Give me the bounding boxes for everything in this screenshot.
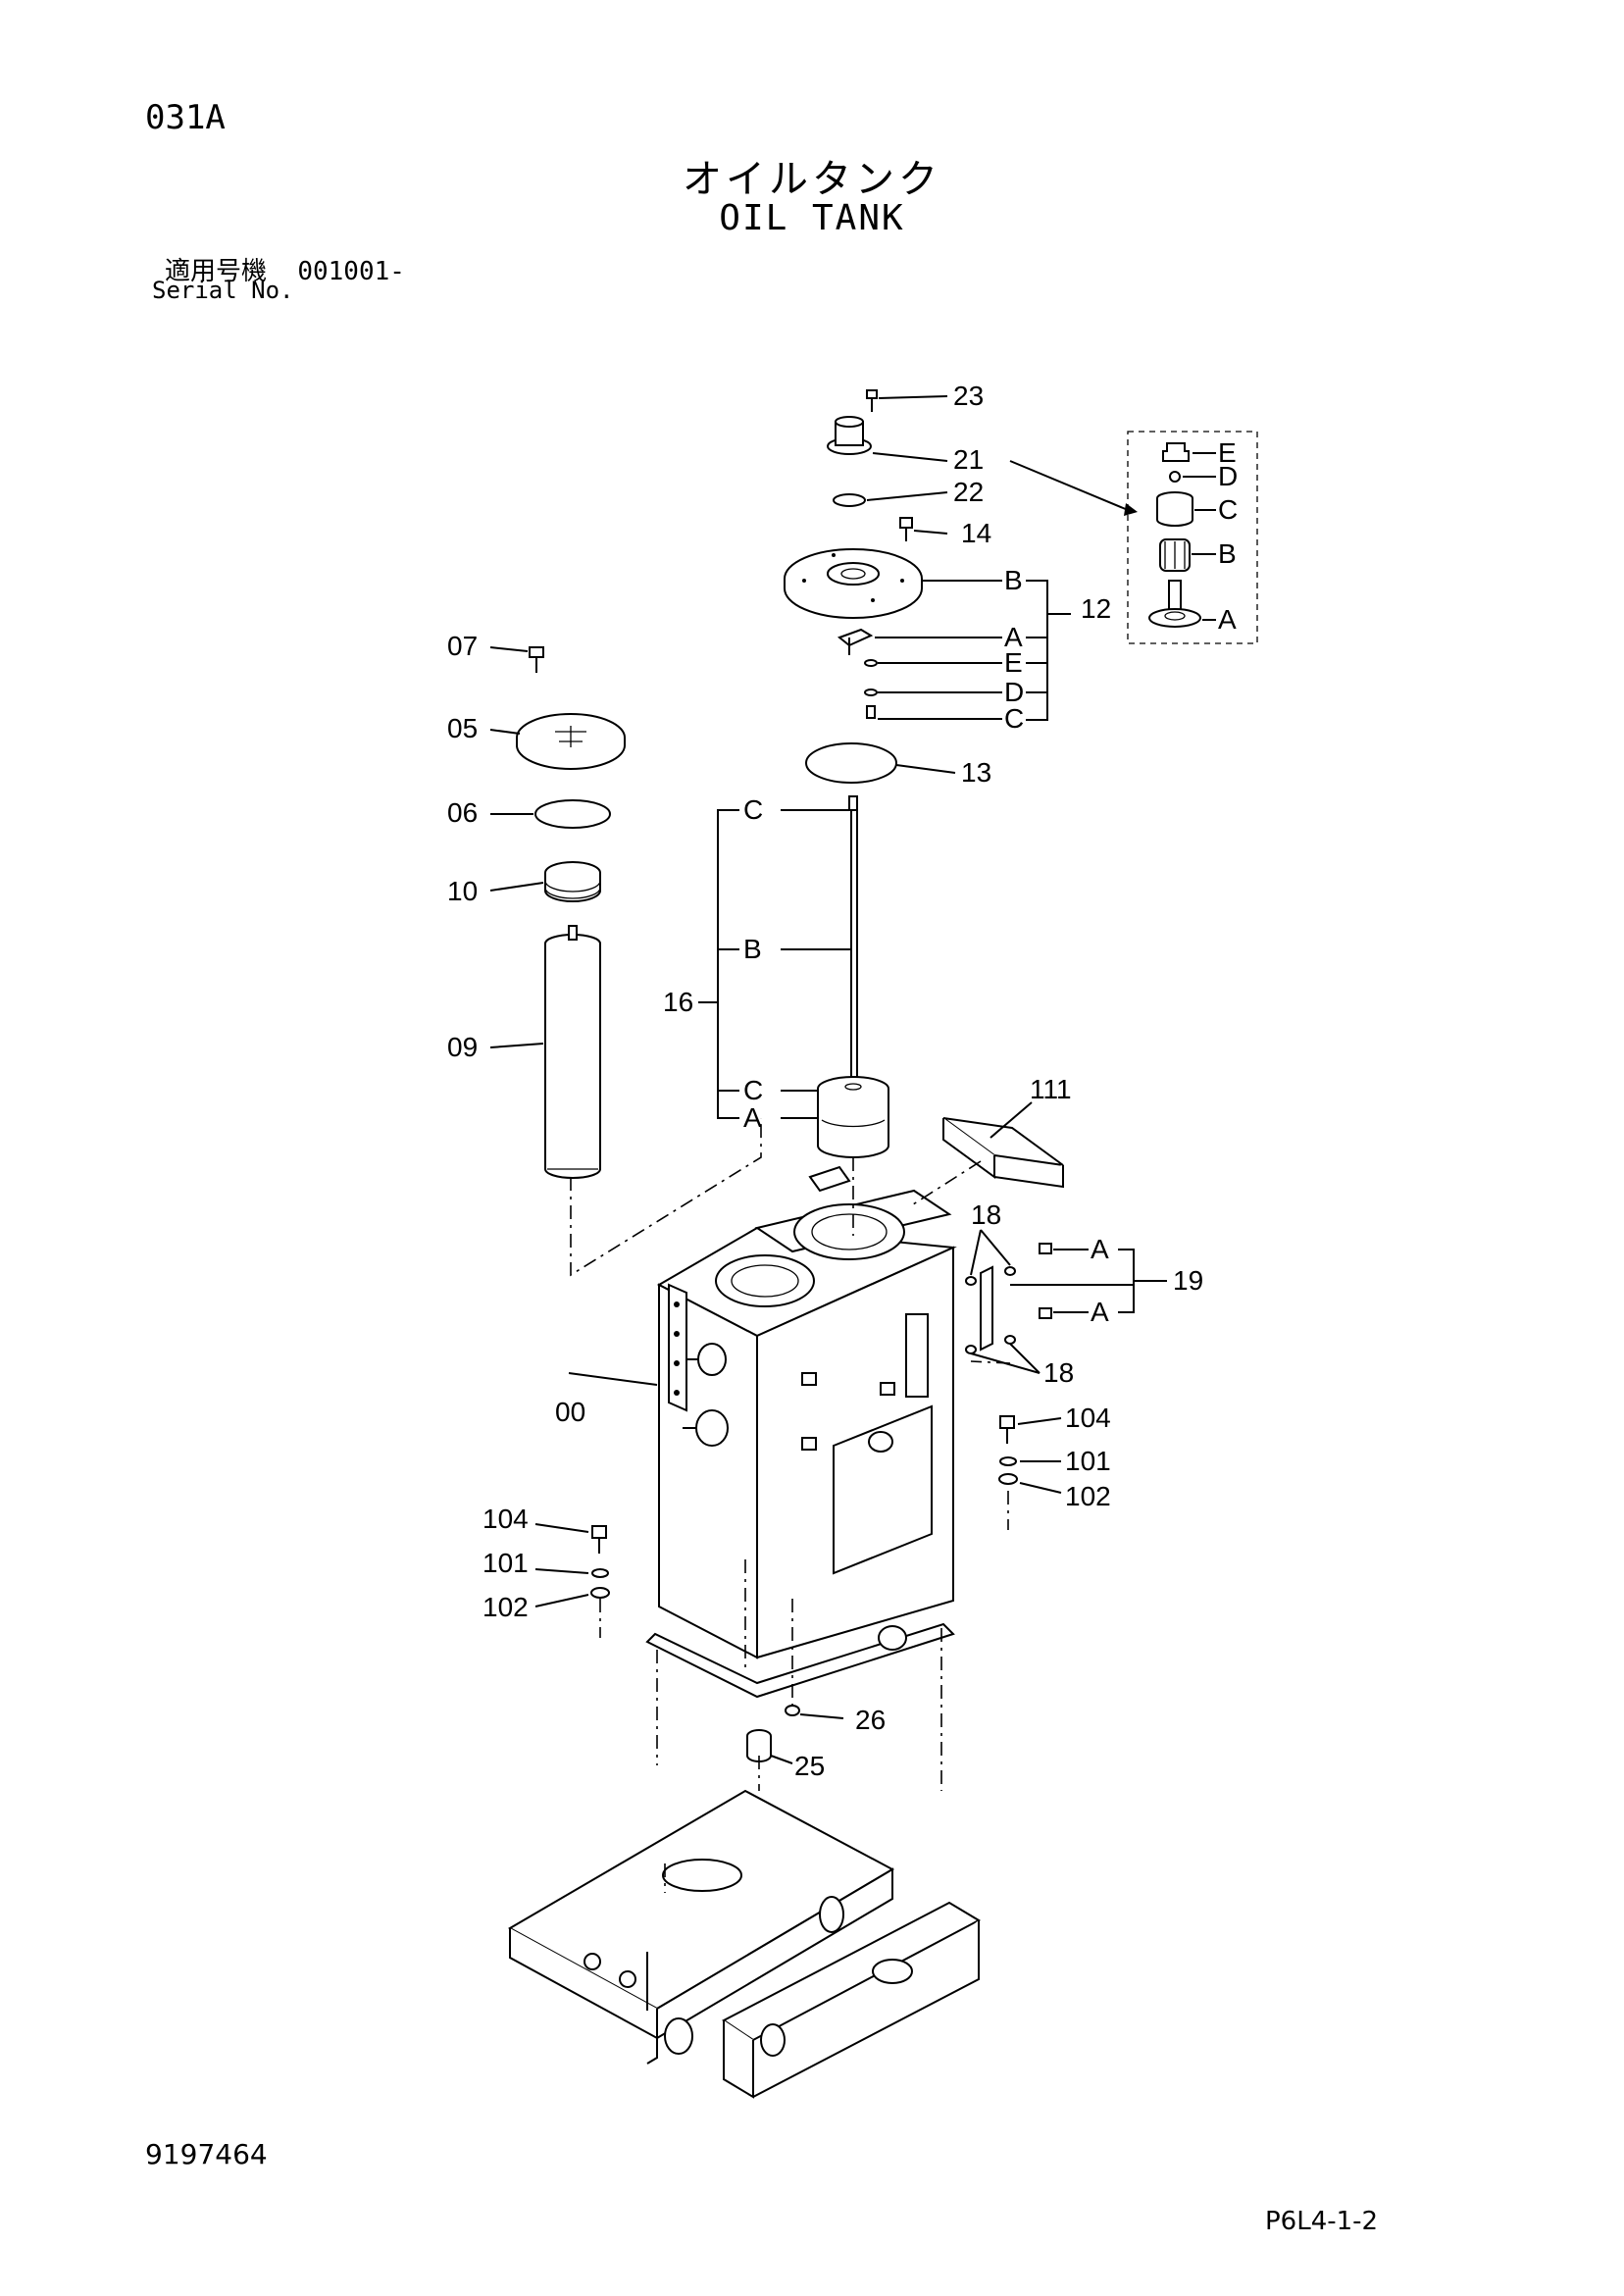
inset-detail-21: E D C B A: [1009, 431, 1258, 644]
serial-label-japanese: 適用号機 001001-: [165, 251, 405, 287]
page-title-japanese: オイルタンク: [683, 157, 941, 202]
inset-label-D: D: [1218, 461, 1238, 491]
mounting-frame: [507, 1789, 982, 2099]
drain-plug: 26 25: [746, 1705, 886, 1781]
serial-range: 001001-: [297, 257, 405, 286]
callout-09: 09: [447, 1032, 478, 1062]
tank-cover-12: B A E D C 12: [784, 548, 1111, 734]
callout-12-E: E: [1004, 647, 1023, 678]
fasteners-right: 104 101 102: [998, 1403, 1111, 1511]
callout-12-A: A: [1004, 622, 1023, 652]
callout-12-D: D: [1004, 677, 1024, 707]
inset-label-B: B: [1218, 538, 1237, 569]
callout-18-top: 18: [971, 1199, 1001, 1230]
inset-label-C: C: [1218, 494, 1238, 525]
callout-10: 10: [447, 876, 478, 906]
callout-06: 06: [447, 797, 478, 828]
callout-19: 19: [1173, 1265, 1203, 1296]
callout-16-A: A: [743, 1102, 762, 1133]
callout-23: 23: [953, 381, 984, 411]
callout-13: 13: [961, 757, 991, 788]
callout-16-C-top: C: [743, 794, 763, 825]
page-reference: P6L4-1-2: [1265, 2207, 1379, 2236]
serial-label-english: Serial No.: [152, 277, 294, 304]
inset-label-E: E: [1218, 437, 1237, 468]
callout-101-left: 101: [482, 1548, 529, 1578]
callout-19-A-bottom: A: [1091, 1297, 1109, 1327]
fasteners-left: 104 101 102: [482, 1504, 610, 1622]
callout-102-left: 102: [482, 1592, 529, 1622]
callout-00: 00: [555, 1397, 585, 1427]
assembly-centerlines: [570, 1118, 1011, 1893]
bracket-19: 18 18 A A 19: [965, 1199, 1203, 1388]
callout-104-left: 104: [482, 1504, 529, 1534]
serial-label-jp-text: 適用号機: [165, 257, 268, 286]
packing-13: 13: [805, 742, 991, 788]
callout-111: 111: [1030, 1074, 1072, 1104]
callout-26: 26: [855, 1705, 886, 1735]
callout-16-B: B: [743, 934, 762, 964]
inset-label-A: A: [1218, 604, 1237, 635]
callout-14: 14: [961, 518, 991, 548]
callout-22: 22: [953, 477, 984, 507]
callout-12-C: C: [1004, 703, 1024, 734]
document-number: 9197464: [145, 2138, 268, 2170]
callout-07: 07: [447, 631, 478, 661]
callout-05: 05: [447, 713, 478, 743]
callout-25: 25: [794, 1751, 825, 1781]
callout-16: 16: [663, 987, 693, 1017]
callout-21: 21: [953, 444, 984, 475]
rubber-pad-111: 111: [942, 1074, 1072, 1189]
level-gauge-16: C B C A 16: [663, 794, 889, 1158]
callout-101-right: 101: [1065, 1446, 1111, 1476]
callout-16-C-bottom: C: [743, 1075, 763, 1105]
oil-tank-body-00: 00: [555, 1165, 957, 1699]
page-code: 031A: [145, 98, 226, 137]
callout-104-right: 104: [1065, 1403, 1111, 1433]
callout-18-bottom: 18: [1043, 1357, 1074, 1388]
callout-12: 12: [1081, 593, 1111, 624]
callout-102-right: 102: [1065, 1481, 1111, 1511]
callout-12-B: B: [1004, 565, 1023, 595]
callout-19-A-top: A: [1091, 1234, 1109, 1264]
filter-assembly: 07 05 06 10 09: [447, 631, 626, 1179]
breather-assembly: 23 21 22 14: [827, 381, 991, 548]
page-title-english: OIL TANK: [719, 198, 905, 238]
